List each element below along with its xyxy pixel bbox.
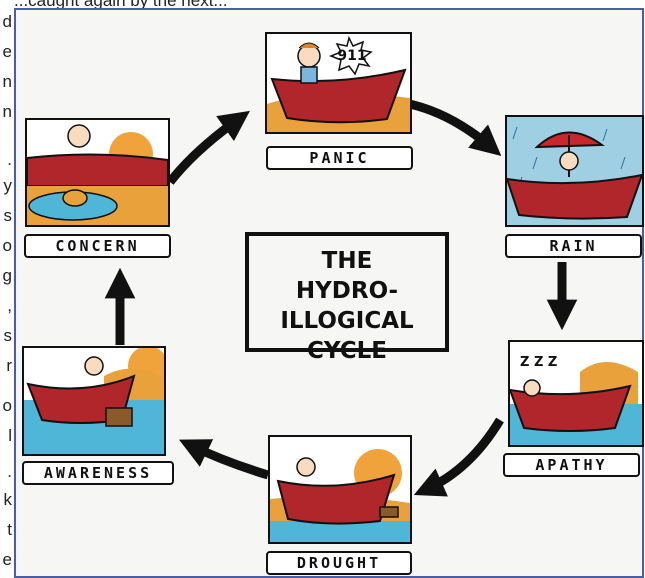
rain-illustration	[507, 117, 642, 225]
apathy-panel: Z Z Z	[508, 340, 644, 447]
text-fragment: g	[2, 266, 12, 285]
apathy-zzz: Z Z Z	[520, 355, 557, 370]
text-fragment: ,	[7, 296, 12, 315]
text-fragment: k	[3, 490, 13, 509]
title-line-2: HYDRO-ILLOGICAL	[280, 278, 414, 334]
text-fragment: s	[3, 326, 13, 345]
rain-panel	[505, 115, 644, 227]
label-drought: DROUGHT	[266, 551, 412, 575]
arrow-apathy-to-drought	[413, 417, 504, 497]
panic-illustration: 911	[267, 34, 410, 132]
awareness-illustration	[24, 348, 164, 454]
drought-illustration	[270, 437, 410, 542]
label-awareness: AWARENESS	[22, 461, 174, 485]
arrow-drought-to-awareness	[178, 439, 270, 480]
clipped-text-column: d e n n . y s o g , s r o l . k t e	[0, 0, 14, 577]
label-panic: PANIC	[266, 146, 413, 170]
text-fragment: n	[2, 102, 12, 121]
text-fragment: y	[3, 176, 13, 195]
panic-panel: 911	[265, 32, 412, 134]
apathy-illustration: Z Z Z	[510, 342, 642, 445]
text-fragment: s	[3, 206, 13, 225]
title-line-1: THE	[321, 248, 373, 274]
arrow-panic-to-rain	[404, 98, 502, 156]
text-fragment: o	[2, 236, 12, 255]
awareness-panel	[22, 346, 166, 456]
concern-panel	[25, 118, 170, 227]
label-rain: RAIN	[505, 234, 642, 258]
title-line-3: CYCLE	[307, 338, 387, 364]
label-concern: CONCERN	[24, 234, 171, 258]
text-fragment: r	[6, 356, 12, 375]
label-apathy: APATHY	[503, 453, 640, 477]
text-fragment: e	[2, 42, 12, 61]
diagram-title-box: THE HYDRO-ILLOGICAL CYCLE	[245, 232, 449, 364]
text-fragment: o	[2, 396, 12, 415]
text-fragment: l	[8, 426, 12, 445]
drought-panel	[268, 435, 412, 544]
text-fragment: d	[2, 12, 12, 31]
text-fragment: .	[7, 150, 12, 169]
text-fragment: t	[7, 520, 12, 539]
concern-illustration	[27, 120, 168, 225]
panic-911-sign: 911	[337, 48, 366, 64]
text-fragment: .	[7, 462, 12, 481]
text-fragment: n	[2, 72, 12, 91]
clipped-top-text: ...caught again by the next...	[14, 0, 228, 10]
text-fragment: e	[2, 550, 12, 569]
arrow-concern-to-panic	[166, 110, 250, 185]
